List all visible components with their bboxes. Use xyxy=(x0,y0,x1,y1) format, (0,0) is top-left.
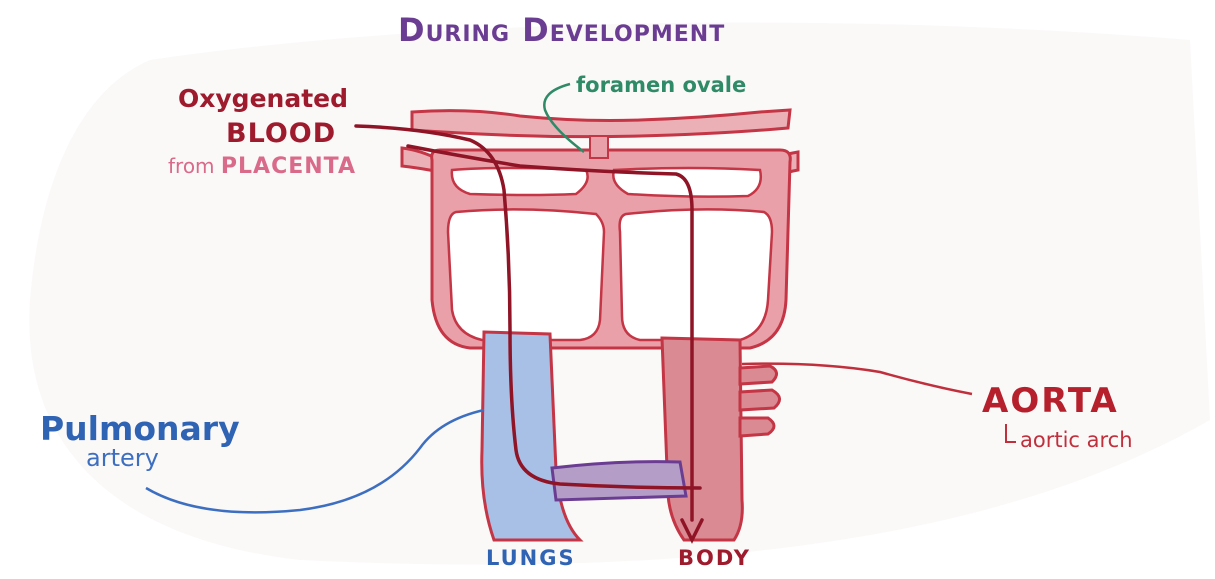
foramen-ovale-label: foramen ovale xyxy=(576,75,746,96)
placenta-prefix: from xyxy=(168,154,215,178)
pulmonary-label: Pulmonary xyxy=(40,412,240,445)
ductus-arteriosus xyxy=(552,462,686,500)
body-label: BODY xyxy=(678,548,751,569)
placenta-name: PLACENTA xyxy=(221,154,356,179)
aorta-vessel xyxy=(662,338,742,540)
ventricle-left xyxy=(448,209,604,340)
aorta-label: AORTA xyxy=(982,384,1119,418)
foramen-ovale-opening xyxy=(590,136,608,158)
oxygenated-label: Oxygenated xyxy=(178,86,348,111)
lungs-label: LUNGS xyxy=(486,548,576,569)
blood-label: BLOOD xyxy=(226,120,336,147)
heart-chambers xyxy=(432,136,791,348)
aortic-arch-label: aortic arch xyxy=(1020,430,1133,451)
aortic-arch-branches xyxy=(740,366,780,436)
diagram-title: During Development xyxy=(398,14,725,46)
placenta-label: from PLACENTA xyxy=(168,156,356,178)
artery-label: artery xyxy=(86,446,159,470)
atrium-left xyxy=(452,168,588,195)
ventricle-right xyxy=(620,209,772,340)
